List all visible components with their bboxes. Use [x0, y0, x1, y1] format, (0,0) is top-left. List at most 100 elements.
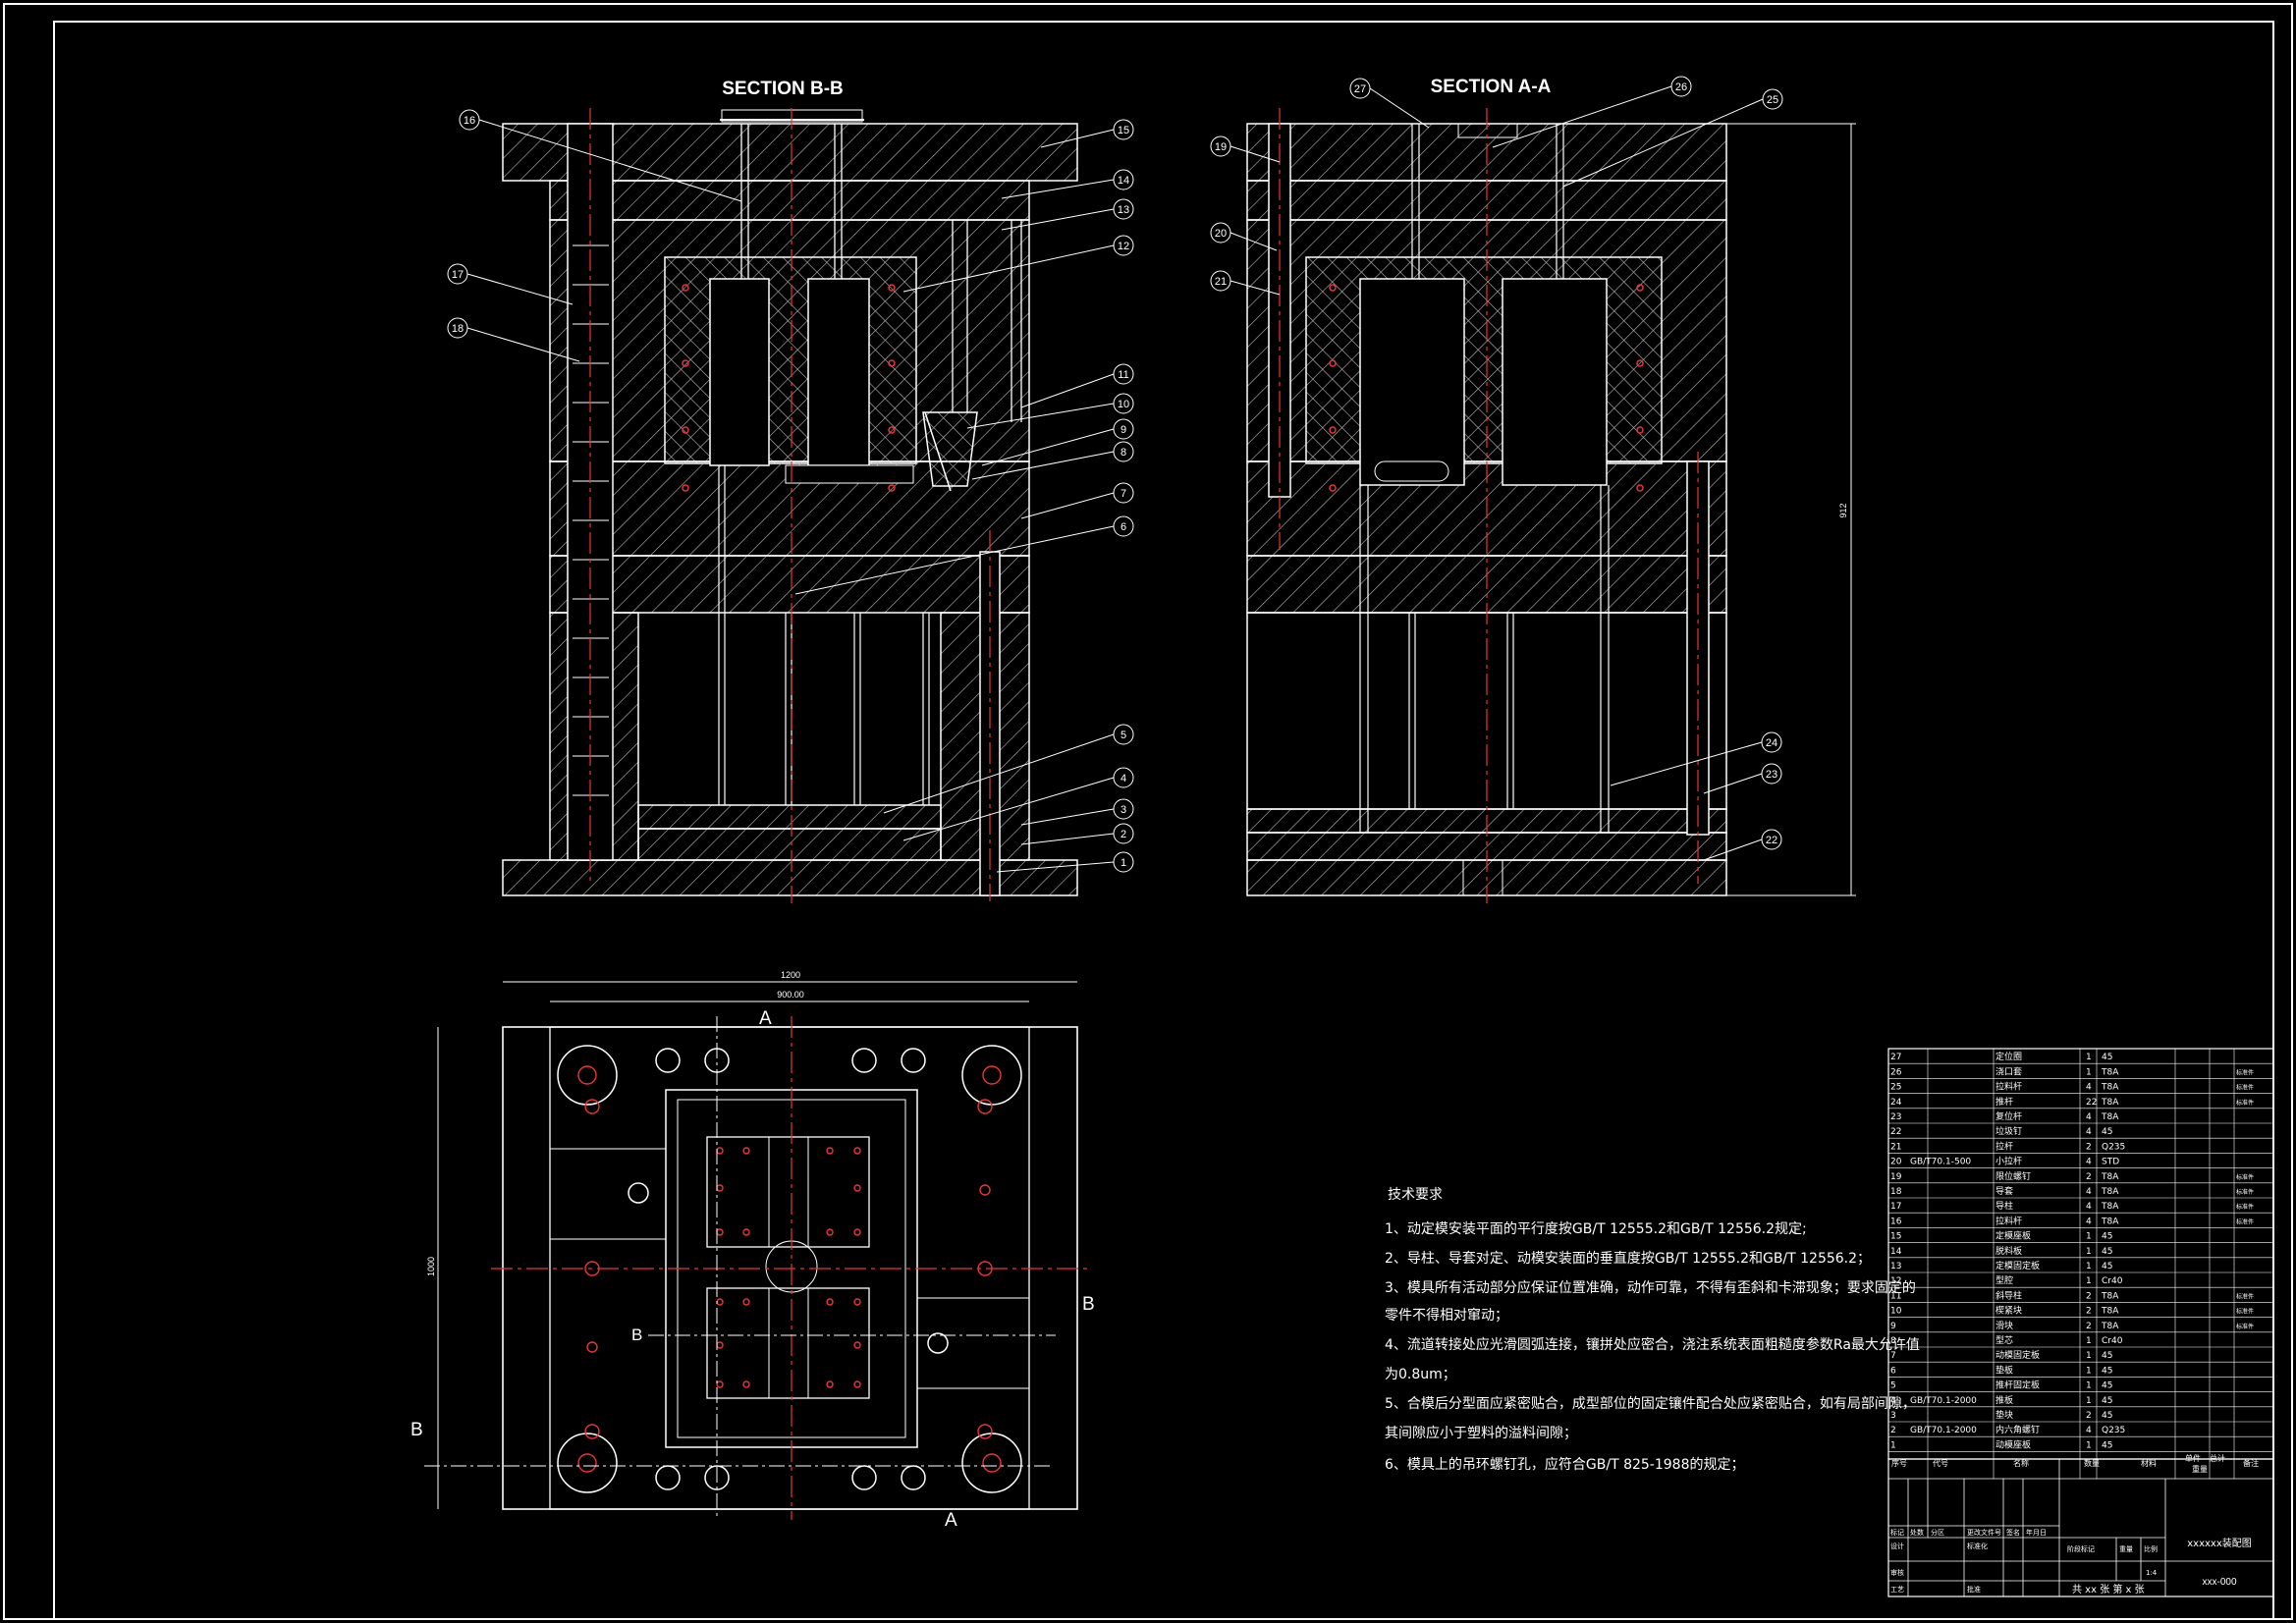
tech-req-line-6: 为0.8um；: [1385, 1367, 1456, 1382]
balloon-24: 24: [1766, 737, 1777, 749]
bom-cell-mat: 45: [2102, 1127, 2112, 1137]
title-block: 标记 处数 分区 更改文件号 签名 年月日 设计 标准化 审核 工艺 批准 阶段…: [1887, 1458, 2274, 1597]
balloon-7: 7: [1121, 488, 1126, 500]
balloon-22: 22: [1766, 835, 1777, 846]
bom-cell-qty: 1: [2086, 1381, 2092, 1391]
tb-stage: 阶段标记: [2067, 1544, 2095, 1553]
bom-cell-qty: 1: [2086, 1351, 2092, 1361]
bom-cell-note: 标准件: [2236, 1217, 2254, 1225]
tb-change-doc: 更改文件号: [1967, 1528, 2001, 1537]
bom-cell-qty: 1: [2086, 1440, 2092, 1450]
bom-cell-no: 5: [1890, 1381, 1896, 1391]
balloon-14: 14: [1118, 175, 1129, 187]
bom-cell-name: 拉杆: [1995, 1140, 2013, 1152]
bom-cell-no: 14: [1890, 1247, 1902, 1257]
tech-req-line-7: 5、合模后分型面应紧密贴合，成型部位的固定镶件配合处应紧密贴合，如有局部间隙，: [1385, 1395, 1916, 1412]
bom-cell-qty: 2: [2086, 1307, 2092, 1317]
bom-cell-name: 推杆固定板: [1995, 1380, 2040, 1391]
balloon-25: 25: [1767, 94, 1778, 106]
bom-cell-qty: 1: [2086, 1067, 2092, 1077]
bom-h-std: 代号: [1933, 1458, 1948, 1468]
bom-cell-name: 小拉杆: [1995, 1156, 2022, 1167]
balloon-1: 1: [1121, 857, 1126, 869]
bom-cell-name: 滑块: [1995, 1320, 2013, 1331]
tb-count: 处数: [1910, 1528, 1924, 1537]
dim-right: 912: [1838, 503, 1848, 517]
bom-cell-name: 楔紧块: [1995, 1305, 2022, 1317]
bom-cell-qty: 2: [2086, 1322, 2092, 1331]
tb-process: 工艺: [1890, 1586, 1904, 1594]
plan-view: 1200 900.00 1000: [410, 970, 1095, 1531]
bom-h-w2: 总计: [2210, 1453, 2225, 1463]
bom-cell-mat: T8A: [2101, 1112, 2119, 1122]
bom-cell-note: 标准件: [2236, 1203, 2254, 1211]
bom-cell-name: 斜导柱: [1995, 1289, 2022, 1301]
bom-cell-no: 25: [1890, 1083, 1901, 1093]
bom-cell-qty: 4: [2086, 1127, 2092, 1137]
cavity-insert: [664, 256, 917, 464]
bom-cell-no: 23: [1890, 1112, 1901, 1122]
balloon-21: 21: [1215, 276, 1227, 288]
balloon-8: 8: [1121, 447, 1126, 459]
balloon-11: 11: [1118, 369, 1128, 381]
tb-review: 审核: [1890, 1568, 1904, 1577]
balloon-5: 5: [1121, 730, 1126, 741]
bom-cell-name: 垃圾钉: [1995, 1125, 2022, 1137]
bom-cell-no: 21: [1890, 1142, 1901, 1152]
dim-top-inner: 900.00: [777, 990, 804, 1000]
section-mark-a-bottom: A: [945, 1510, 957, 1531]
bom-cell-mat: Q235: [2102, 1142, 2125, 1152]
bom-cell-mat: STD: [2102, 1158, 2119, 1167]
bom-cell-qty: 1: [2086, 1366, 2092, 1376]
bom-cell-name: 导柱: [1995, 1200, 2013, 1212]
section-bb-view: SECTION B-B: [502, 79, 1078, 903]
bom-cell-note: 标准件: [2236, 1323, 2254, 1330]
tb-weight: 重量: [2119, 1545, 2133, 1553]
bom-cell-mat: 45: [2102, 1232, 2112, 1242]
bom-cell-qty: 1: [2086, 1053, 2092, 1062]
balloon-12: 12: [1118, 241, 1129, 252]
bom-cell-qty: 2: [2086, 1411, 2092, 1421]
balloon-16: 16: [464, 115, 475, 127]
section-mark-b-inner: B: [631, 1325, 642, 1344]
tb-standard: 标准化: [1967, 1542, 1988, 1550]
bom-cell-no: 22: [1890, 1127, 1901, 1137]
bom-cell-no: 15: [1890, 1232, 1901, 1242]
bom-cell-name: 限位螺钉: [1995, 1170, 2031, 1182]
bom-cell-name: 定模固定板: [1995, 1260, 2040, 1271]
bom-cell-name: 垫板: [1995, 1364, 2013, 1376]
tb-mark: 标记: [1890, 1528, 1904, 1537]
balloon-26: 26: [1675, 81, 1687, 93]
bom-cell-qty: 4: [2086, 1158, 2092, 1167]
bom-cell-qty: 4: [2086, 1112, 2092, 1122]
balloon-15: 15: [1118, 125, 1129, 136]
bom-cell-note: 标准件: [2236, 1308, 2254, 1316]
tech-req-line-1: 1、动定模安装平面的平行度按GB/T 12555.2和GB/T 12556.2规…: [1385, 1221, 1807, 1237]
bom-cell-no: 17: [1890, 1202, 1901, 1212]
balloon-13: 13: [1118, 204, 1129, 216]
dim-top-outer: 1200: [781, 970, 800, 980]
bom-header: 序号 代号 名称 数量 材料 单件 总计 重量 备注: [1891, 1453, 2259, 1474]
bom-cell-std: GB/T70.1-500: [1910, 1158, 1971, 1167]
bom-cell-mat: 45: [2102, 1247, 2112, 1257]
bom-cell-qty: 4: [2086, 1202, 2092, 1212]
balloon-23: 23: [1766, 769, 1777, 781]
bom-cell-no: 2: [1890, 1426, 1896, 1435]
bom-cell-mat: 45: [2102, 1440, 2112, 1450]
bom-cell-qty: 2: [2086, 1142, 2092, 1152]
bom-cell-mat: T8A: [2101, 1307, 2119, 1317]
stripper-plate: [549, 180, 1030, 221]
balloon-4: 4: [1121, 773, 1126, 784]
bom-cell-name: 动模固定板: [1995, 1349, 2040, 1361]
ejector-plate: [637, 828, 942, 861]
bom-cell-qty: 1: [2086, 1232, 2092, 1242]
bom-cell-qty: 2: [2086, 1291, 2092, 1301]
bom-cell-mat: T8A: [2101, 1291, 2119, 1301]
bom-cell-mat: T8A: [2101, 1322, 2119, 1331]
bom-cell-mat: 45: [2102, 1351, 2112, 1361]
bom-h-mat: 材料: [2141, 1458, 2157, 1468]
bom-cell-mat: T8A: [2101, 1083, 2119, 1093]
bom-cell-name: 脱料板: [1995, 1245, 2022, 1257]
bom-cell-qty: 4: [2086, 1187, 2092, 1197]
